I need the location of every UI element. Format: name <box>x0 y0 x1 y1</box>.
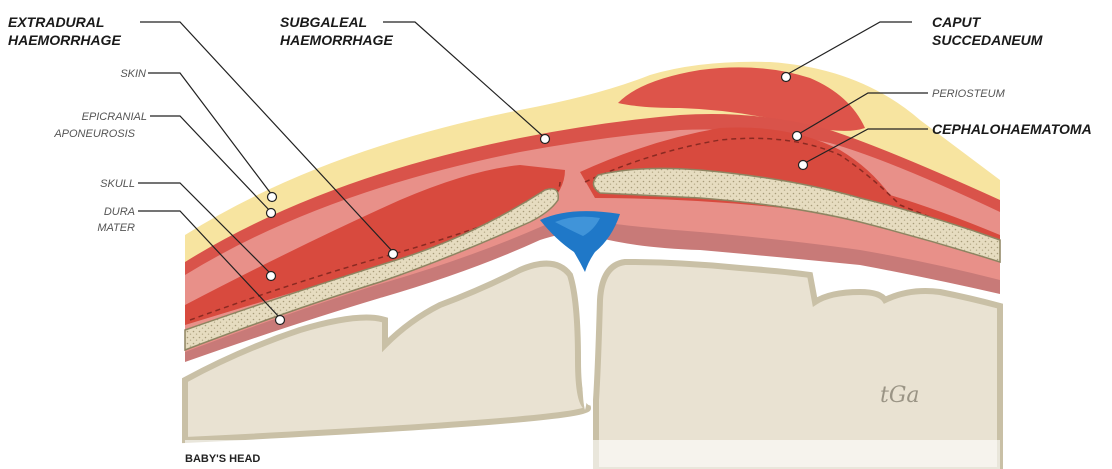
label-extradural-line2: HAEMORRHAGE <box>8 32 121 48</box>
label-caput-line1: CAPUT <box>932 14 982 30</box>
dot-skin <box>268 193 277 202</box>
label-dura-line2: MATER <box>97 222 135 234</box>
bottom-fade <box>185 440 1000 469</box>
label-caput-line2: SUCCEDANEUM <box>932 32 1043 48</box>
label-epicranial-line2: APONEUROSIS <box>53 128 135 140</box>
dot-cephalo <box>799 161 808 170</box>
dot-extradural <box>389 250 398 259</box>
label-extradural-line1: EXTRADURAL <box>8 14 104 30</box>
dot-skull <box>267 272 276 281</box>
dot-periosteum <box>793 132 802 141</box>
dot-subgaleal <box>541 135 550 144</box>
label-skin: SKIN <box>120 68 146 80</box>
label-periosteum: PERIOSTEUM <box>932 88 1006 100</box>
leader-skin <box>148 73 272 195</box>
label-skull: SKULL <box>100 178 135 190</box>
label-subgaleal-line2: HAEMORRHAGE <box>280 32 393 48</box>
artist-signature: tGa <box>880 383 920 408</box>
label-subgaleal-line1: SUBGALEAL <box>280 14 367 30</box>
dot-dura <box>276 316 285 325</box>
label-dura-line1: DURA <box>104 206 135 218</box>
brain-right <box>596 262 1000 469</box>
caption-babys-head: BABY'S HEAD <box>185 453 260 465</box>
label-epicranial-line1: EPICRANIAL <box>82 111 147 123</box>
dot-epicranial <box>267 209 276 218</box>
dot-caput <box>782 73 791 82</box>
label-cephalohaematoma: CEPHALOHAEMATOMA <box>932 121 1092 137</box>
